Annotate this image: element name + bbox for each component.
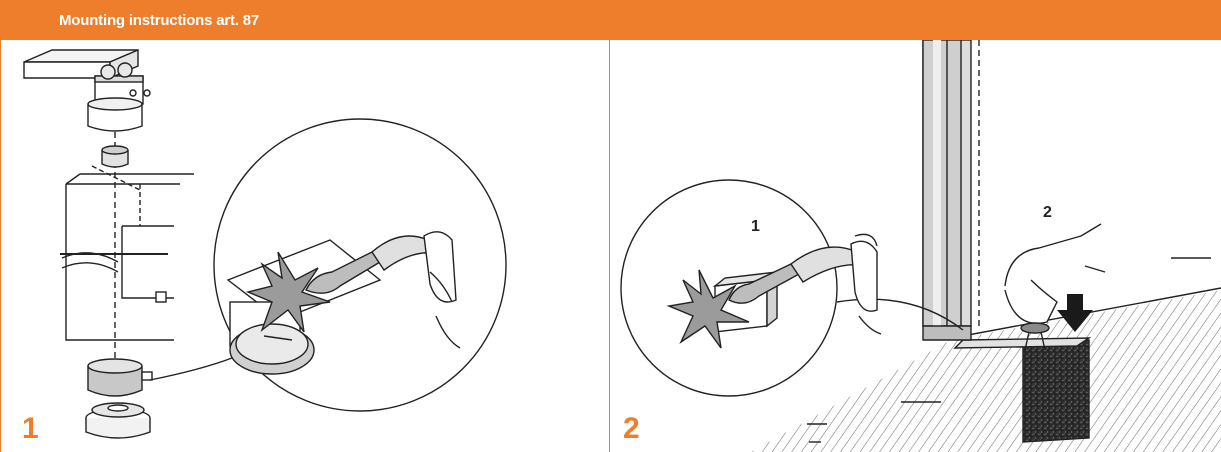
down-arrow-icon [1057,294,1093,332]
welding-torch-icon [305,231,461,349]
callout-label: 2 [1043,204,1052,221]
step-2-illustration [620,40,1221,452]
gate-frame-icon [60,165,194,341]
welding-torch-icon [728,233,882,335]
panel-divider [609,40,610,452]
page-title: Mounting instructions art. 87 [59,12,260,29]
weld-spark-icon [666,269,750,349]
step-number: 2 [623,412,640,445]
step-number: 1 [22,412,39,445]
steel-post-icon [922,40,980,341]
step-1-illustration [23,48,507,439]
callout-label: 1 [751,218,760,235]
step-2-panel: 1 2 2 [611,40,1221,452]
hinge-unit-icon [23,48,151,132]
step-1-panel: 1 [0,40,610,452]
ground-slab-icon [751,257,1221,452]
weld-spark-icon [245,251,331,333]
panel-divider [0,40,1,452]
header-bar: Mounting instructions art. 87 [0,0,1221,40]
